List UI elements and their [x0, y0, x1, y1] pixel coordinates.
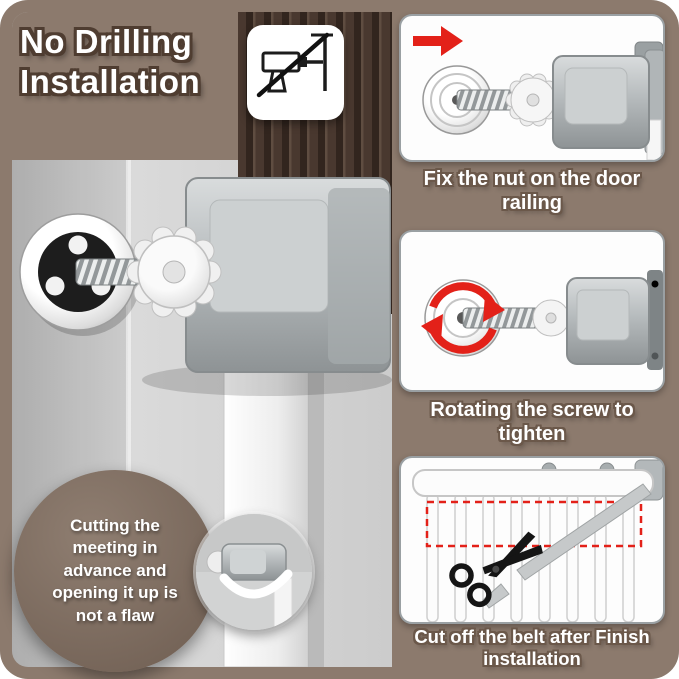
step-2-panel [399, 230, 665, 392]
step-3-illustration [412, 459, 663, 622]
step-2-caption: Rotating the screw to tighten [430, 399, 634, 446]
page-title-line1: No Drilling [20, 23, 193, 60]
page-title-line2: Installation [20, 63, 201, 101]
bracket [566, 270, 663, 370]
no-drill-badge [247, 25, 344, 120]
knob [532, 299, 570, 337]
step-1-caption: Fix the nut on the door railing [423, 168, 641, 215]
page-title: No Drilling Installation [20, 22, 200, 103]
dashed-highlight [425, 500, 643, 548]
knob [505, 73, 561, 127]
note-text: Cutting the meeting in advance and openi… [52, 515, 178, 625]
step-1-illustration [413, 26, 663, 160]
belt-loop [219, 569, 293, 599]
step-1-panel [399, 14, 665, 162]
safety-gate [412, 459, 663, 622]
step-3-caption: Cut off the belt after Finish installati… [414, 626, 650, 669]
bracket [552, 41, 663, 160]
red-arrow-right-icon [413, 26, 463, 56]
note-bubble: Cutting the meeting in advance and openi… [14, 470, 216, 672]
step-2-illustration [421, 270, 663, 370]
tension-knob [126, 226, 222, 318]
belt-bracket-inset-illustration [196, 514, 312, 630]
note-inset-image [196, 514, 312, 630]
no-drill-icon [256, 32, 333, 98]
rotation-arrows-icon [421, 282, 505, 354]
scissors-icon [449, 531, 543, 608]
step-3-panel [399, 456, 665, 624]
gate-bracket-housing [185, 177, 391, 373]
belt-strap [482, 483, 652, 609]
